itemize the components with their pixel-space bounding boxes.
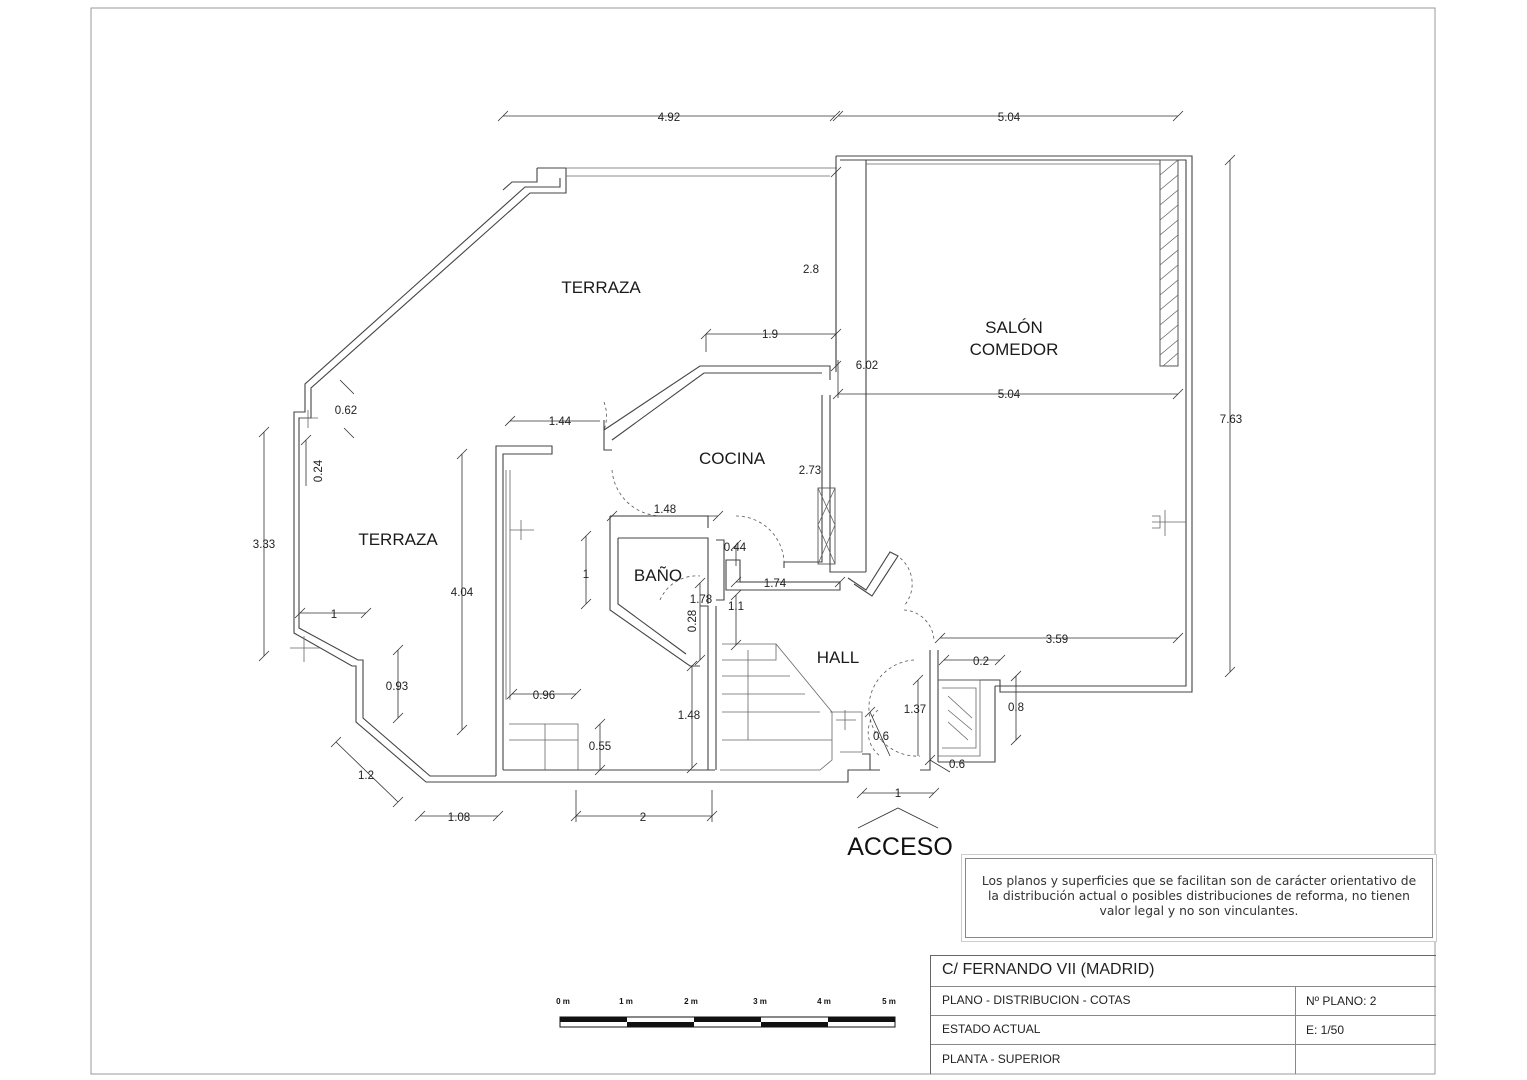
plan-description: PLANO - DISTRIBUCION - COTAS — [942, 993, 1131, 1007]
title-block-state-row: ESTADO ACTUAL E: 1/50 — [931, 1015, 1436, 1045]
address-text: C/ FERNANDO VII (MADRID) — [942, 961, 1155, 978]
dim-label: 2 — [640, 812, 646, 824]
dim-label: 0.44 — [724, 542, 747, 554]
dimension-labels: 4.92 5.04 2.8 1.9 6.02 5.04 7.63 0.62 0.… — [253, 112, 1242, 824]
dim-label: 0.62 — [335, 405, 357, 417]
plan-number: Nº PLANO: 2 — [1306, 994, 1377, 1008]
dim-label: 5.04 — [998, 112, 1021, 124]
access-arrow — [857, 807, 939, 829]
dim-label: 1 — [331, 609, 337, 621]
disclaimer-line: la distribución actual o posibles distri… — [988, 889, 1410, 903]
dim-label: 1.2 — [358, 770, 374, 782]
disclaimer-line: Los planos y superficies que se facilita… — [981, 874, 1417, 888]
dim-label: 0.6 — [949, 759, 965, 771]
dim-label: 0.55 — [589, 741, 611, 753]
dim-label: 0.24 — [313, 459, 325, 482]
room-label-terraza-left: TERRAZA — [358, 530, 438, 549]
scale-tick-label: 0 m — [556, 997, 570, 1006]
scale-tick-label: 5 m — [882, 997, 896, 1006]
title-block-floor-row: PLANTA - SUPERIOR — [931, 1044, 1436, 1074]
disclaimer-note: Los planos y superficies que se facilita… — [965, 858, 1433, 938]
dim-label: 1.78 — [690, 594, 712, 606]
dim-label: 1.48 — [654, 504, 676, 516]
dim-label: 1.48 — [678, 710, 700, 722]
dim-label: 1.44 — [549, 416, 572, 428]
scale-text: E: 1/50 — [1306, 1023, 1345, 1037]
room-label-salon: SALÓN — [985, 318, 1043, 337]
dim-label: 1.1 — [728, 601, 744, 613]
dim-label: 3.33 — [253, 539, 275, 551]
dim-label: 1.74 — [764, 578, 787, 590]
dim-label: 1.9 — [762, 329, 778, 341]
scale-tick-label: 3 m — [753, 997, 767, 1006]
room-label-terraza-top: TERRAZA — [561, 278, 641, 297]
dim-label: 2.8 — [803, 264, 819, 276]
dim-label: 1.37 — [904, 704, 926, 716]
dim-label: 0.8 — [1008, 702, 1024, 714]
dim-label: 5.04 — [998, 389, 1021, 401]
sheet-border — [90, 7, 1436, 1075]
dim-label: 0.6 — [873, 731, 889, 743]
dimension-lines — [258, 110, 1236, 822]
room-label-cocina: COCINA — [699, 449, 766, 468]
scale-tick-label: 4 m — [817, 997, 831, 1006]
room-label-comedor: COMEDOR — [970, 340, 1059, 359]
title-block-address-row: C/ FERNANDO VII (MADRID) — [931, 956, 1436, 987]
title-block-plan-row: PLANO - DISTRIBUCION - COTAS Nº PLANO: 2 — [931, 986, 1436, 1016]
disclaimer-line: valor legal y no son vinculantes. — [1099, 904, 1299, 918]
state-text: ESTADO ACTUAL — [942, 1022, 1041, 1036]
room-label-hall: HALL — [817, 648, 860, 667]
title-block: C/ FERNANDO VII (MADRID) PLANO - DISTRIB… — [930, 955, 1436, 1074]
room-label-bano: BAÑO — [634, 566, 682, 585]
dim-label: 0.96 — [533, 690, 555, 702]
dim-label: 2.73 — [799, 465, 821, 477]
floor-text: PLANTA - SUPERIOR — [942, 1052, 1061, 1066]
dim-label: 0.28 — [687, 610, 699, 632]
dim-label: 6.02 — [856, 360, 878, 372]
dim-label: 1 — [895, 788, 901, 800]
dim-label: 7.63 — [1220, 414, 1242, 426]
scale-tick-label: 1 m — [619, 997, 633, 1006]
dim-label: 3.59 — [1046, 634, 1068, 646]
scale-tick-label: 2 m — [684, 997, 698, 1006]
access-label: ACCESO — [847, 833, 953, 861]
dim-label: 1 — [583, 569, 589, 581]
dim-label: 0.93 — [386, 681, 408, 693]
interior-walls — [290, 365, 1186, 771]
dim-label: 4.04 — [451, 587, 474, 599]
dim-label: 0.2 — [973, 656, 989, 668]
scale-bar: 0 m 1 m 2 m 3 m 4 m 5 m — [556, 997, 896, 1028]
dim-label: 1.08 — [448, 812, 470, 824]
door-swings — [603, 401, 935, 757]
exterior-walls — [293, 155, 1193, 783]
dim-label: 4.92 — [658, 112, 680, 124]
